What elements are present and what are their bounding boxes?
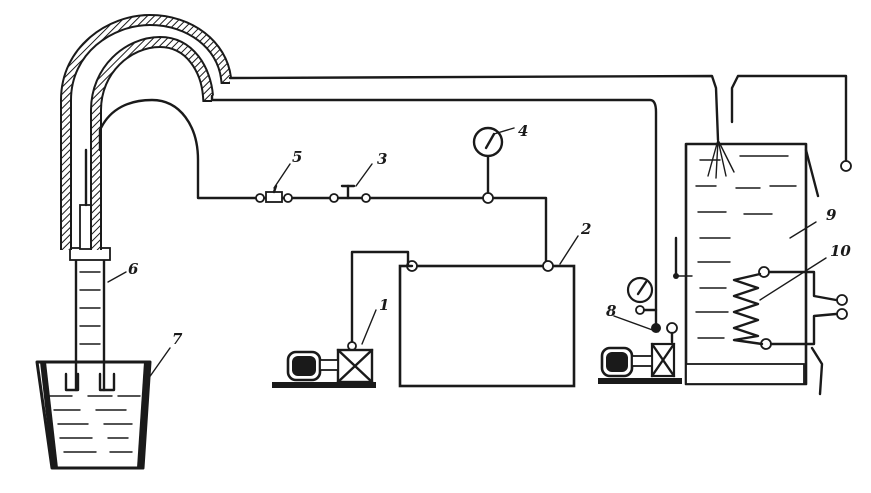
label-1: 1 (379, 296, 389, 314)
valve-5 (255, 184, 293, 203)
tank-9 (673, 142, 824, 396)
label-2: 2 (580, 220, 591, 238)
pump-8 (598, 276, 682, 384)
valve-3 (329, 184, 371, 203)
label-8: 8 (606, 302, 617, 320)
upper-pipe-inner (210, 94, 658, 327)
vessel-liquid (47, 395, 141, 453)
label-4: 4 (518, 122, 528, 140)
braided-hose-inner (90, 35, 214, 250)
vessel-7 (35, 360, 152, 470)
spray-nozzle (707, 139, 735, 179)
label-5: 5 (292, 148, 302, 166)
pressure-gauge-4 (472, 126, 504, 204)
arch-pipe (98, 98, 264, 200)
label-7: 7 (172, 330, 183, 348)
label-3: 3 (377, 150, 387, 168)
label-9: 9 (826, 206, 837, 224)
upper-pipe-outer (228, 74, 720, 142)
label-6: 6 (128, 260, 139, 278)
overflow-pipe-end (840, 160, 852, 172)
pump-1 (272, 250, 414, 388)
leaders (107, 127, 827, 383)
overflow-pipe (730, 74, 848, 164)
label-10: 10 (830, 242, 851, 260)
receiver-2 (398, 260, 576, 388)
braided-hose-outer (60, 13, 232, 250)
tube-liquid (79, 271, 101, 363)
tank-liquid (695, 155, 797, 339)
heating-coil-10 (732, 266, 848, 350)
